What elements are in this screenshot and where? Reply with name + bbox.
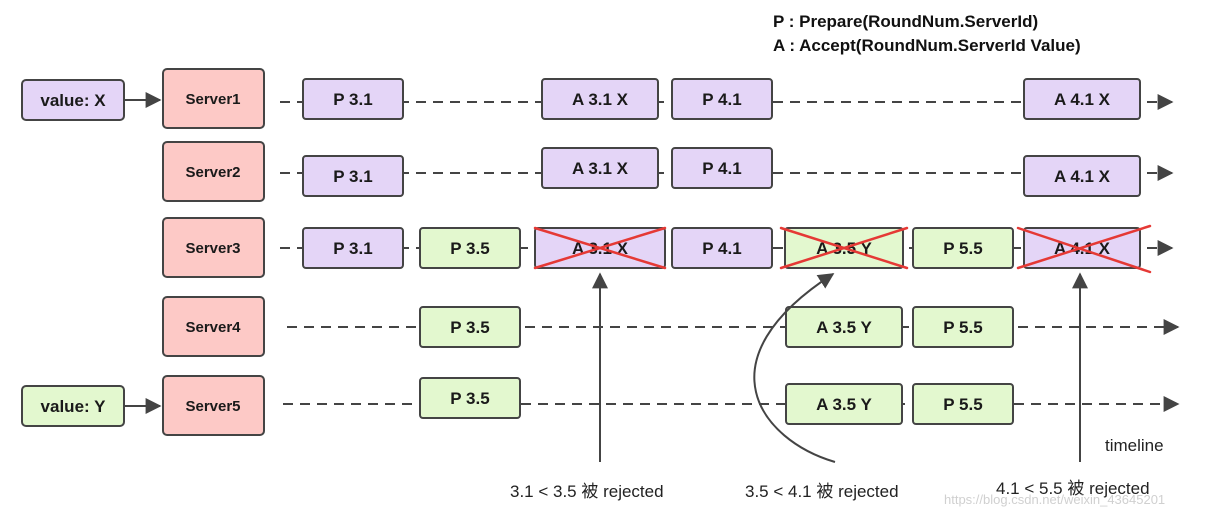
msg-p31-s2-label: P 3.1	[333, 167, 372, 186]
server2-box	[162, 141, 265, 202]
msg-a31x-s1-label: A 3.1 X	[572, 90, 629, 109]
msg-p35-s5-label: P 3.5	[450, 389, 489, 408]
msg-p35-s5	[419, 377, 521, 419]
value-y-label: value: Y	[41, 397, 107, 416]
row-server3-messages: P 3.1 P 3.5 A 3.1 X P 4.1 A 3.5 Y P 5.5 …	[302, 224, 1152, 274]
msg-p41-s3	[671, 227, 773, 269]
timeline-label: timeline	[1105, 436, 1164, 455]
msg-a41x-s1	[1023, 78, 1141, 120]
msg-p35-s4	[419, 306, 521, 348]
rejection-arrow-2	[753, 273, 836, 463]
msg-a35y-s4-label: A 3.5 Y	[816, 318, 872, 337]
msg-a41x-s2	[1023, 155, 1141, 197]
row-server5-messages: P 3.5 A 3.5 Y P 5.5	[419, 377, 1014, 425]
row-server2-messages: P 3.1 A 3.1 X P 4.1 A 4.1 X	[302, 147, 1141, 197]
msg-p35-s3-label: P 3.5	[450, 239, 489, 258]
msg-a35y-s4	[785, 306, 903, 348]
server3-box	[162, 217, 265, 278]
watermark: https://blog.csdn.net/weixin_43645201	[944, 492, 1165, 507]
value-x-group: value: X	[21, 79, 162, 121]
msg-p55-s5	[912, 383, 1014, 425]
rejected-cross-icon	[779, 226, 909, 270]
msg-p41-s3-label: P 4.1	[702, 239, 741, 258]
value-x-label: value: X	[40, 91, 106, 110]
server2-label: Server2	[185, 164, 240, 181]
row-server4-messages: P 3.5 A 3.5 Y P 5.5	[419, 306, 1014, 348]
msg-a31x-s1	[541, 78, 659, 120]
msg-p31-s1-label: P 3.1	[333, 90, 372, 109]
msg-a31x-s2	[541, 147, 659, 189]
msg-p41-s1-label: P 4.1	[702, 90, 741, 109]
rejected-cross-icon	[533, 226, 667, 270]
server4-box	[162, 296, 265, 357]
server1-box	[162, 68, 265, 129]
msg-a31x-s2-label: A 3.1 X	[572, 159, 629, 178]
rejection-arrows	[592, 272, 1088, 463]
server3-label: Server3	[185, 240, 240, 257]
msg-p55-s5-label: P 5.5	[943, 395, 982, 414]
row-server1-messages: P 3.1 A 3.1 X P 4.1 A 4.1 X	[302, 78, 1141, 120]
msg-a41x-s2-label: A 4.1 X	[1054, 167, 1111, 186]
msg-p31-s1	[302, 78, 404, 120]
server5-box	[162, 375, 265, 436]
server5-label: Server5	[185, 398, 240, 415]
msg-p35-s3	[419, 227, 521, 269]
msg-a41x-s1-label: A 4.1 X	[1054, 90, 1111, 109]
msg-p55-s4	[912, 306, 1014, 348]
msg-p31-s3	[302, 227, 404, 269]
msg-p35-s4-label: P 3.5	[450, 318, 489, 337]
msg-a35y-s5-label: A 3.5 Y	[816, 395, 872, 414]
rejected-note-2: 3.5 < 4.1 被 rejected	[745, 482, 899, 501]
msg-p41-s2	[671, 147, 773, 189]
msg-p41-s1	[671, 78, 773, 120]
server4-label: Server4	[185, 319, 241, 336]
msg-p55-s4-label: P 5.5	[943, 318, 982, 337]
servers: Server1 Server2 Server3 Server4 Server5	[162, 68, 265, 436]
msg-p55-s3-label: P 5.5	[943, 239, 982, 258]
msg-p41-s2-label: P 4.1	[702, 159, 741, 178]
server1-label: Server1	[185, 91, 240, 108]
rejected-note-3: 4.1 < 5.5 被 rejected	[996, 479, 1150, 498]
rejected-note-1: 3.1 < 3.5 被 rejected	[510, 482, 664, 501]
msg-p31-s3-label: P 3.1	[333, 239, 372, 258]
msg-a35y-s5	[785, 383, 903, 425]
msg-p55-s3	[912, 227, 1014, 269]
legend-prepare: P : Prepare(RoundNum.ServerId)	[773, 12, 1038, 31]
msg-p31-s2	[302, 155, 404, 197]
rejected-cross-icon	[1016, 224, 1152, 274]
legend-accept: A : Accept(RoundNum.ServerId Value)	[773, 36, 1081, 55]
value-y-group: value: Y	[21, 385, 162, 427]
